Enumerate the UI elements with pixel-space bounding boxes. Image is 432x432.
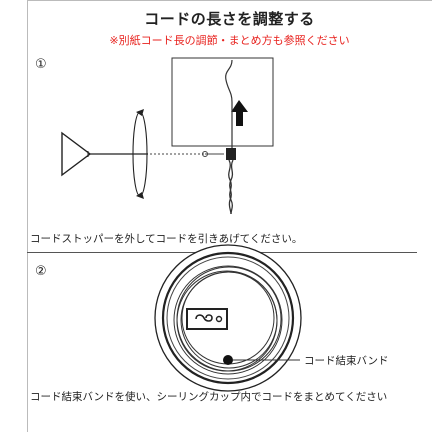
- step-1-caption: コードストッパーを外してコードを引きあげてください。: [30, 233, 303, 245]
- up-arrow-icon: [231, 100, 248, 126]
- cable-tie-icon: [186, 308, 233, 365]
- step-1-number: ①: [35, 57, 47, 72]
- cable-tie-label: コード結束バンド: [304, 355, 389, 367]
- cord-stopper-icon: [226, 148, 236, 160]
- page-title: コードの長さを調整する: [144, 10, 315, 28]
- page-border-left: [27, 0, 28, 432]
- coiled-cord: [173, 265, 283, 375]
- power-cord: [225, 59, 233, 150]
- pendant-lamp-icon: [61, 109, 148, 199]
- reference-note: ※別紙コード長の調節・まとめ方も参照ください: [109, 34, 350, 47]
- step-2-caption: コード結束バンドを使い、シーリングカップ内でコードをまとめてください: [30, 391, 388, 403]
- step-2-number: ②: [35, 264, 47, 279]
- ceiling-cup-box: [171, 57, 274, 147]
- page-border-top: [27, 0, 432, 1]
